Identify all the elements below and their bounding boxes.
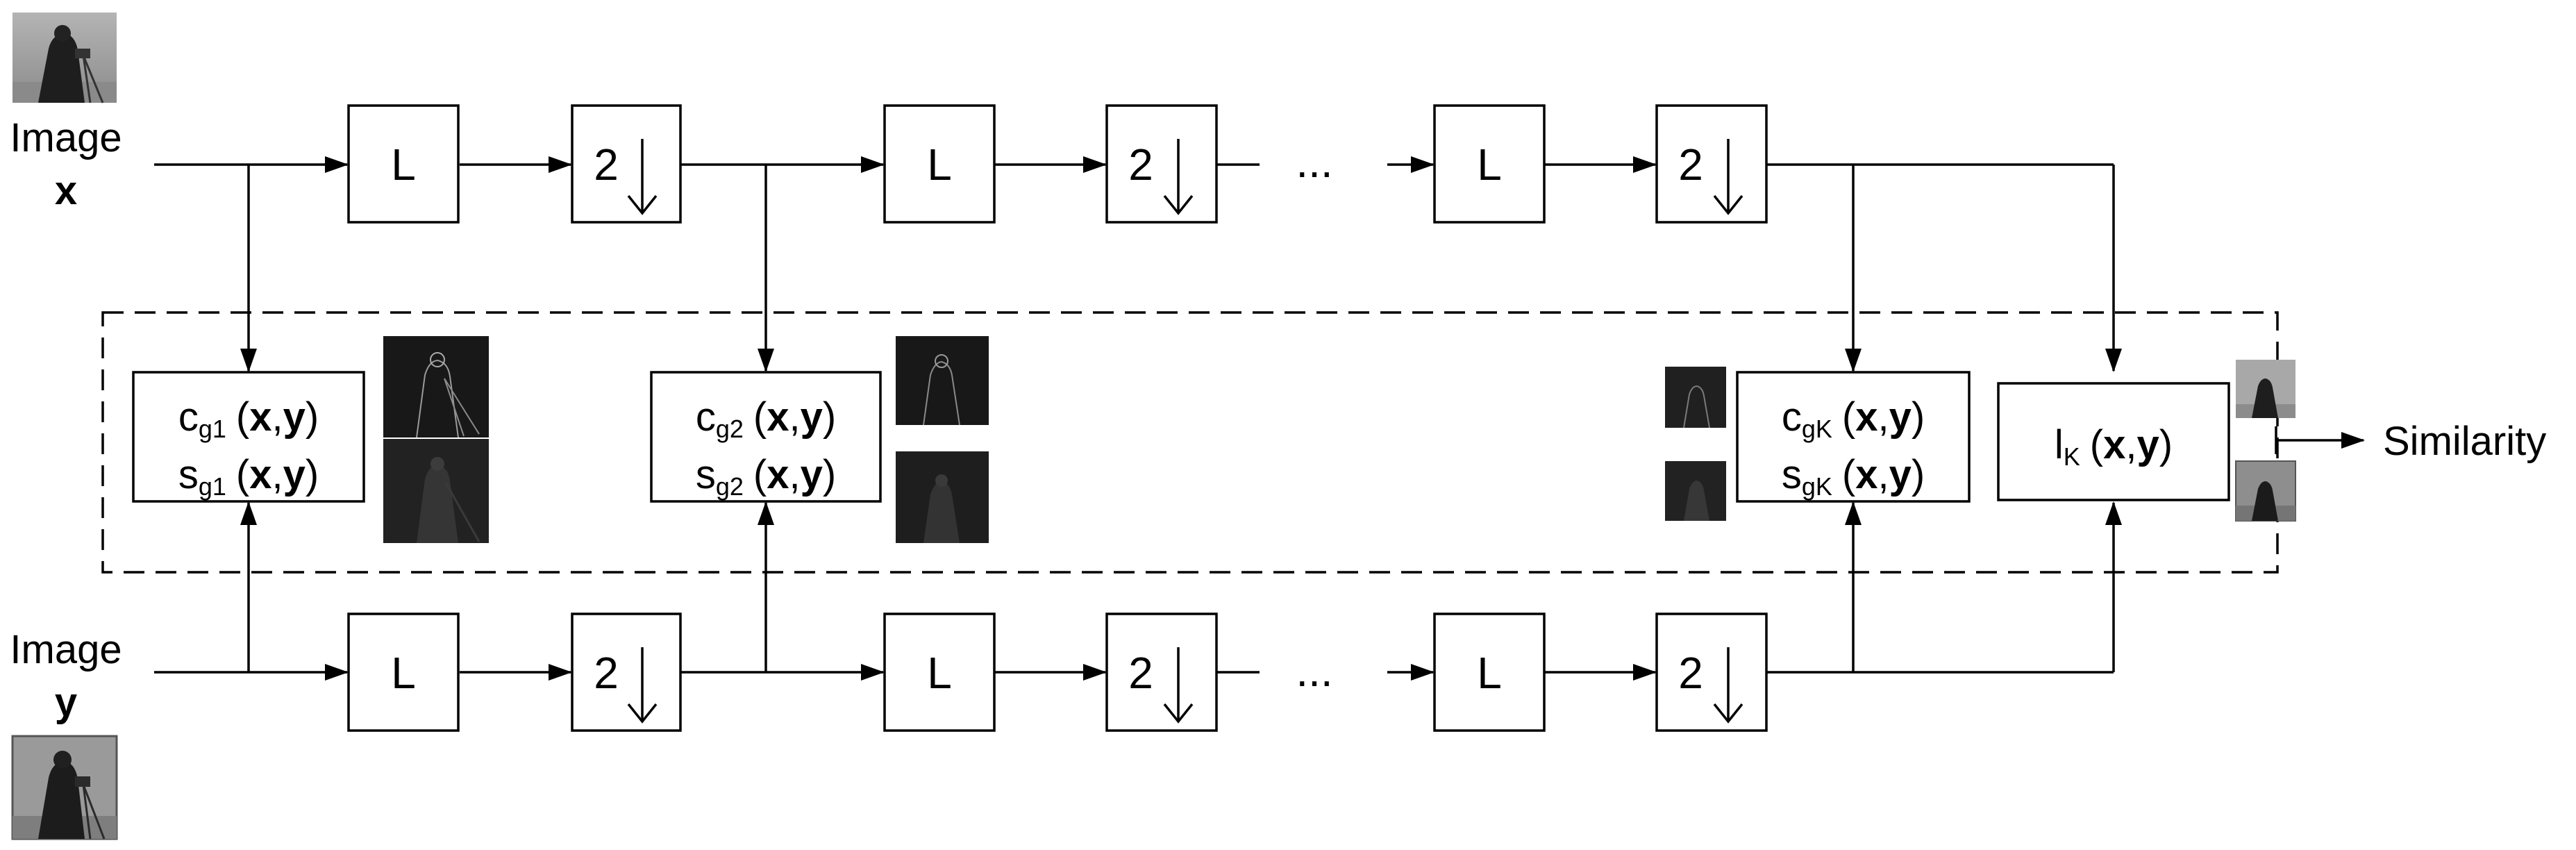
down-arrow-icon xyxy=(1713,647,1743,724)
down-arrow-icon xyxy=(1163,139,1194,215)
stage-K-measure: cgK(x,y) sgK(x,y) xyxy=(1736,371,1971,503)
down-arrow-icon xyxy=(627,139,658,215)
downsample-label: 2 xyxy=(1128,140,1153,190)
lowpass-block xyxy=(883,612,996,732)
svg-text:sgK(x,y): sgK(x,y) xyxy=(1782,452,1925,501)
structure-map-K xyxy=(1665,461,1726,521)
luminance-subscript: K xyxy=(2064,442,2080,471)
structure-symbol: s xyxy=(178,452,199,497)
downsample-block xyxy=(571,612,682,732)
downsample-block xyxy=(1105,104,1218,224)
lowpass-block xyxy=(1433,104,1546,224)
lowpass-block xyxy=(1433,612,1546,732)
luminance-map-y xyxy=(2235,460,2296,522)
bottom-chain xyxy=(154,501,2122,681)
top-blocks: L 2 L 2 L 2 xyxy=(347,104,1768,224)
luminance-symbol: l xyxy=(2055,422,2064,467)
lowpass-block xyxy=(347,104,460,224)
downsample-label: 2 xyxy=(1678,648,1703,698)
lowpass-label: L xyxy=(927,648,952,698)
lowpass-label: L xyxy=(927,140,952,190)
lowpass-block xyxy=(347,612,460,732)
lowpass-label: L xyxy=(391,140,416,190)
structure-map-1 xyxy=(383,439,489,543)
contrast-symbol: c xyxy=(178,394,199,440)
contrast-map-1 xyxy=(383,336,489,438)
svg-text:sg1(x,y): sg1(x,y) xyxy=(178,452,319,501)
lowpass-label: L xyxy=(391,648,416,698)
similarity-label: Similarity xyxy=(2383,419,2546,464)
downsample-block xyxy=(1655,104,1768,224)
top-chain xyxy=(154,156,2122,372)
camera-man-thumbnail-y xyxy=(11,735,118,840)
input-x-label: Image xyxy=(10,115,122,160)
lowpass-label: L xyxy=(1477,648,1502,698)
downsample-label: 2 xyxy=(594,140,619,190)
camera-man-thumbnail-x xyxy=(12,12,117,103)
input-y-symbol: y xyxy=(55,680,77,725)
contrast-subscript: g1 xyxy=(199,415,226,443)
down-arrow-icon xyxy=(627,647,658,724)
stage-2-measure: cg2(x,y) sg2(x,y) xyxy=(650,371,882,503)
down-arrow-icon xyxy=(1163,647,1194,724)
stage-1-measure: cg1(x,y) sg1(x,y) xyxy=(132,371,365,503)
luminance-measure: lK(x,y) xyxy=(1997,382,2230,501)
input-x-symbol: x xyxy=(55,168,77,213)
downsample-label: 2 xyxy=(1128,648,1153,698)
svg-text:cg2(x,y): cg2(x,y) xyxy=(696,394,836,443)
structure-subscript: g1 xyxy=(199,472,226,501)
down-arrow-icon xyxy=(1713,139,1743,215)
structure-map-2 xyxy=(896,451,989,543)
svg-text:cg1(x,y): cg1(x,y) xyxy=(178,394,319,443)
downsample-block xyxy=(1105,612,1218,732)
svg-text:cgK(x,y): cgK(x,y) xyxy=(1782,394,1925,443)
ellipsis-bottom: ... xyxy=(1296,646,1332,696)
downsample-label: 2 xyxy=(594,648,619,698)
bottom-blocks: L 2 L 2 L 2 xyxy=(347,612,1768,732)
contrast-map-2 xyxy=(896,336,989,426)
dashed-region xyxy=(101,311,2279,574)
downsample-block xyxy=(1655,612,1768,732)
luminance-map-x xyxy=(2236,360,2295,418)
lowpass-label: L xyxy=(1477,140,1502,190)
downsample-block xyxy=(571,104,682,224)
lowpass-block xyxy=(883,104,996,224)
input-y-label: Image xyxy=(10,627,122,672)
svg-text:lK(x,y): lK(x,y) xyxy=(2055,422,2173,471)
contrast-map-K xyxy=(1665,367,1726,428)
ellipsis-top: ... xyxy=(1296,137,1332,187)
svg-text:sg2(x,y): sg2(x,y) xyxy=(696,452,836,501)
downsample-label: 2 xyxy=(1678,140,1703,190)
